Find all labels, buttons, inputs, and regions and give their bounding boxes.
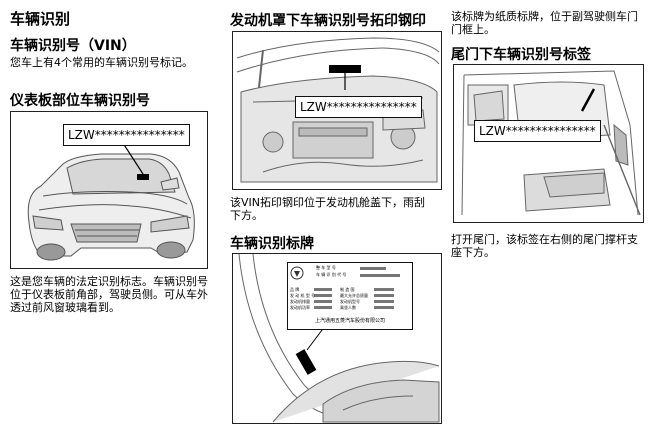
vin-location-marker [137,174,149,180]
page-title: 车辆识别 [10,10,71,28]
engine-vin-callout: LZW*************** [295,96,422,118]
plate-label-engine-type: 发动机型号 [340,299,360,304]
dashboard-vin-figure: LZW*************** [10,111,208,269]
tailgate-vin-callout: LZW*************** [474,120,601,142]
dashboard-vin-heading: 仪表板部位车辆识别号 [10,93,150,109]
vin-heading: 车辆识别号（VIN） [10,38,136,54]
plate-footer: 上汽通用五菱汽车股份有限公司 [314,318,385,324]
vin-plate: 整 车 型 号 车 辆 识 别 代 号 品 牌 发 动 机 型 号 发动机排量 … [287,262,413,330]
tailgate-vin-heading: 尾门下车辆识别号标签 [451,47,591,63]
vin-plate-description: 该标牌为纸质标牌，位于副驾驶侧车门门框上。 [451,10,638,36]
vin-plate-location-marker [295,349,317,375]
plate-label-vin: 车 辆 识 别 代 号 [316,272,347,277]
dashboard-vin-callout: LZW*************** [63,124,190,146]
plate-label-model: 整 车 型 号 [316,265,336,270]
plate-label-brand: 品 牌 [290,287,300,292]
dashboard-vin-description: 这是您车辆的法定识别标志。车辆识别号位于仪表板前角部，驾驶员侧。可从车外透过前风… [10,275,208,314]
vin-plate-figure: 整 车 型 号 车 辆 识 别 代 号 品 牌 发 动 机 型 号 发动机排量 … [232,253,442,424]
plate-label-displacement: 发动机排量 [290,299,310,304]
vin-description: 您车上有4个常用的车辆识别号标记。 [10,56,193,69]
door-frame-illustration [238,254,440,423]
cargo-area-illustration [461,70,641,216]
vin-stamp-marker [329,65,361,73]
engine-vin-description: 该VIN拓印钢印位于发动机舱盖下，雨刮下方。 [230,196,425,222]
tailgate-vin-description: 打开尾门，该标签在右侧的尾门撑杆支座下方。 [451,233,638,259]
engine-vin-figure: LZW*************** [232,31,442,190]
plate-label-max-mass: 最大允许总质量 [340,293,368,298]
plate-label-seats: 乘坐人数 [340,305,356,310]
plate-label-engine-model: 发 动 机 型 号 [290,293,316,298]
car-front-illustration [27,139,195,261]
engine-vin-heading: 发动机罩下车辆识别号拓印钢印 [230,13,426,29]
vin-plate-heading: 车辆识别标牌 [230,236,314,252]
tailgate-vin-figure: LZW*************** [453,64,644,223]
tailgate-vin-marker [580,88,596,112]
plate-label-country: 制 造 国 [340,287,355,292]
plate-label-power: 发动机功率 [290,305,310,310]
